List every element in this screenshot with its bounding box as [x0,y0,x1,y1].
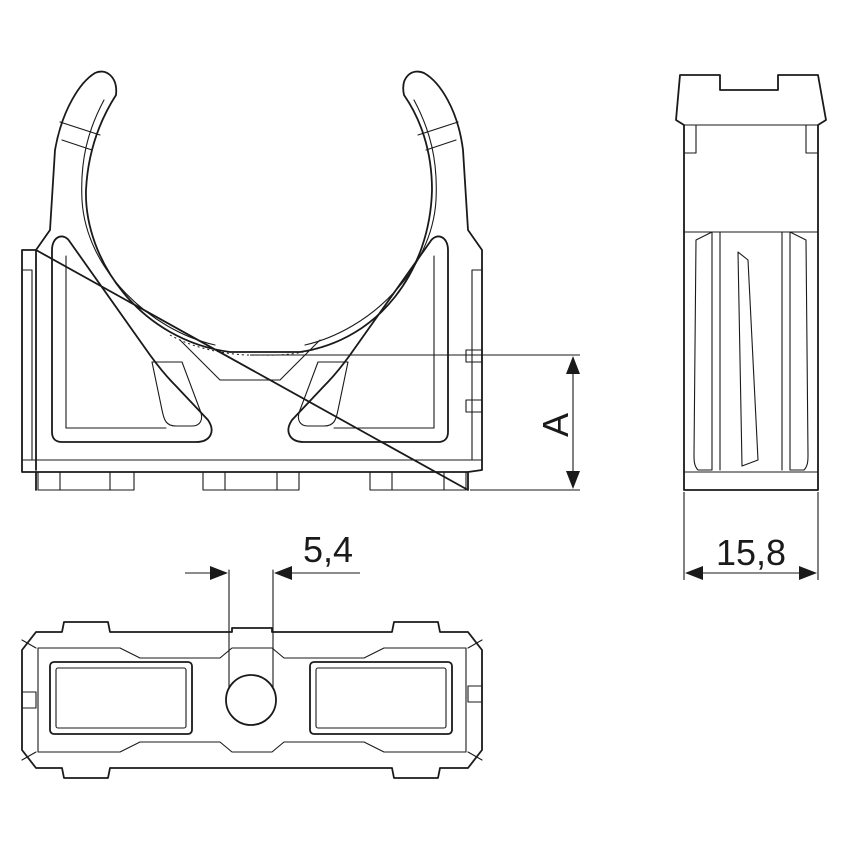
front-view [21,70,483,491]
bottom-corner-ticks [21,639,483,761]
front-foot-left [37,471,135,491]
dim-s-arrow-right [274,566,292,580]
bottom-inner-outline [37,647,467,753]
bottom-pin-right [467,685,483,703]
bottom-window-right [309,661,453,735]
front-tip-right-detail [417,121,459,151]
front-foot-right [369,471,467,491]
dimension-a: A [250,354,580,491]
bottom-window-left [49,661,193,735]
front-window-right-inner [333,255,435,429]
bottom-center-hole [225,674,277,726]
front-left-rib [151,361,203,427]
bottom-window-right-inner [315,667,447,729]
dim-a-label: A [535,413,576,437]
dim-s-arrow-left [210,566,228,580]
front-window-right [287,235,449,443]
bottom-window-left-inner [55,667,187,729]
dim-s-label: 5,4 [303,529,353,570]
side-window-lines [719,231,783,471]
front-inner-arc [81,99,216,346]
dimension-slot: 5,4 [185,529,360,580]
dim-a-arrow-bottom [566,471,580,489]
front-center-notch [179,339,321,381]
front-left-rail [21,269,33,461]
dim-w-arrow-right [799,566,817,580]
side-top-clip-right [805,124,819,154]
bottom-pin-left [21,691,37,709]
front-window-left [51,235,213,443]
dim-a-arrow-top [566,356,580,374]
side-outline [675,74,827,491]
front-outer-outline [21,70,483,491]
front-tip-left-detail [59,121,101,151]
front-side-tab [465,349,483,363]
side-left-rib [693,231,713,471]
bottom-outline [21,621,483,779]
front-hidden-arc [169,334,351,356]
front-window-left-inner [65,255,167,429]
dim-w-arrow-left [685,566,703,580]
bottom-view [21,569,483,779]
side-top-clip-left [683,124,697,154]
side-view [675,74,827,491]
dimension-width-side: 15,8 [683,492,819,580]
dim-w-label: 15,8 [716,532,786,573]
front-foot-middle [202,471,300,491]
front-right-rib [297,361,349,427]
side-center-web [737,251,759,467]
front-inner-arc-right [304,99,437,346]
front-right-rail [471,269,483,461]
front-side-tab [465,399,483,413]
side-right-rib [789,231,809,471]
